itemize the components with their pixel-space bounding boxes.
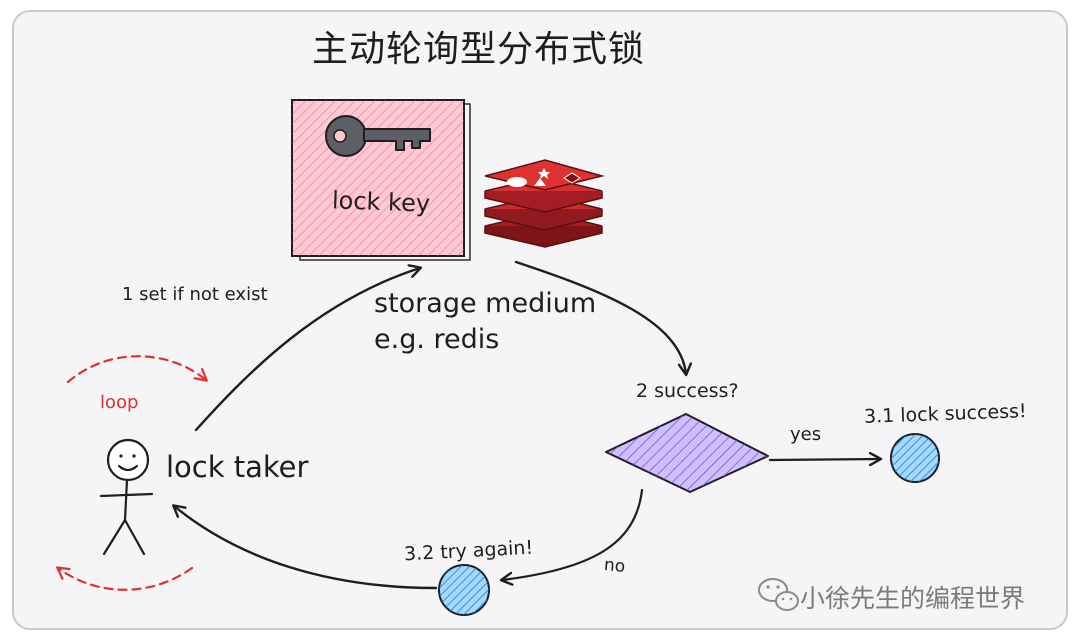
lock-success-circle — [890, 433, 940, 483]
diagram-frame — [12, 10, 1068, 630]
yes-label: yes — [790, 424, 822, 445]
loop-arrow-top — [66, 355, 206, 384]
lock-taker-label: lock taker — [166, 450, 309, 484]
yes-arrow — [768, 459, 880, 460]
storage-line-1: storage medium — [374, 288, 597, 319]
success-decision-diamond — [605, 413, 769, 493]
watermark-text: 小徐先生的编程世界 — [800, 584, 1026, 613]
redis-stack-icon — [484, 159, 605, 248]
loop-label: loop — [100, 392, 139, 413]
try-again-circle — [438, 564, 490, 616]
set-if-not-exist-arrow — [194, 268, 420, 432]
loop-arrow-bottom — [58, 568, 194, 591]
diagram-title: 主动轮询型分布式锁 — [312, 29, 646, 70]
no-arrow — [502, 488, 644, 580]
to-decision-arrow — [514, 260, 686, 374]
key-icon — [325, 115, 431, 157]
storage-medium-label: storage medium e.g. redis — [374, 286, 596, 358]
success-question-label: 2 success? — [636, 380, 739, 402]
lock-key-box — [291, 99, 471, 261]
lock-key-label: lock key — [331, 186, 431, 218]
wechat-icon — [758, 578, 799, 611]
retry-arrow — [174, 506, 438, 590]
no-label: no — [603, 554, 627, 578]
stick-figure-icon — [99, 438, 154, 556]
set-if-not-exist-label: 1 set if not exist — [122, 284, 268, 305]
storage-line-2: e.g. redis — [374, 324, 500, 355]
